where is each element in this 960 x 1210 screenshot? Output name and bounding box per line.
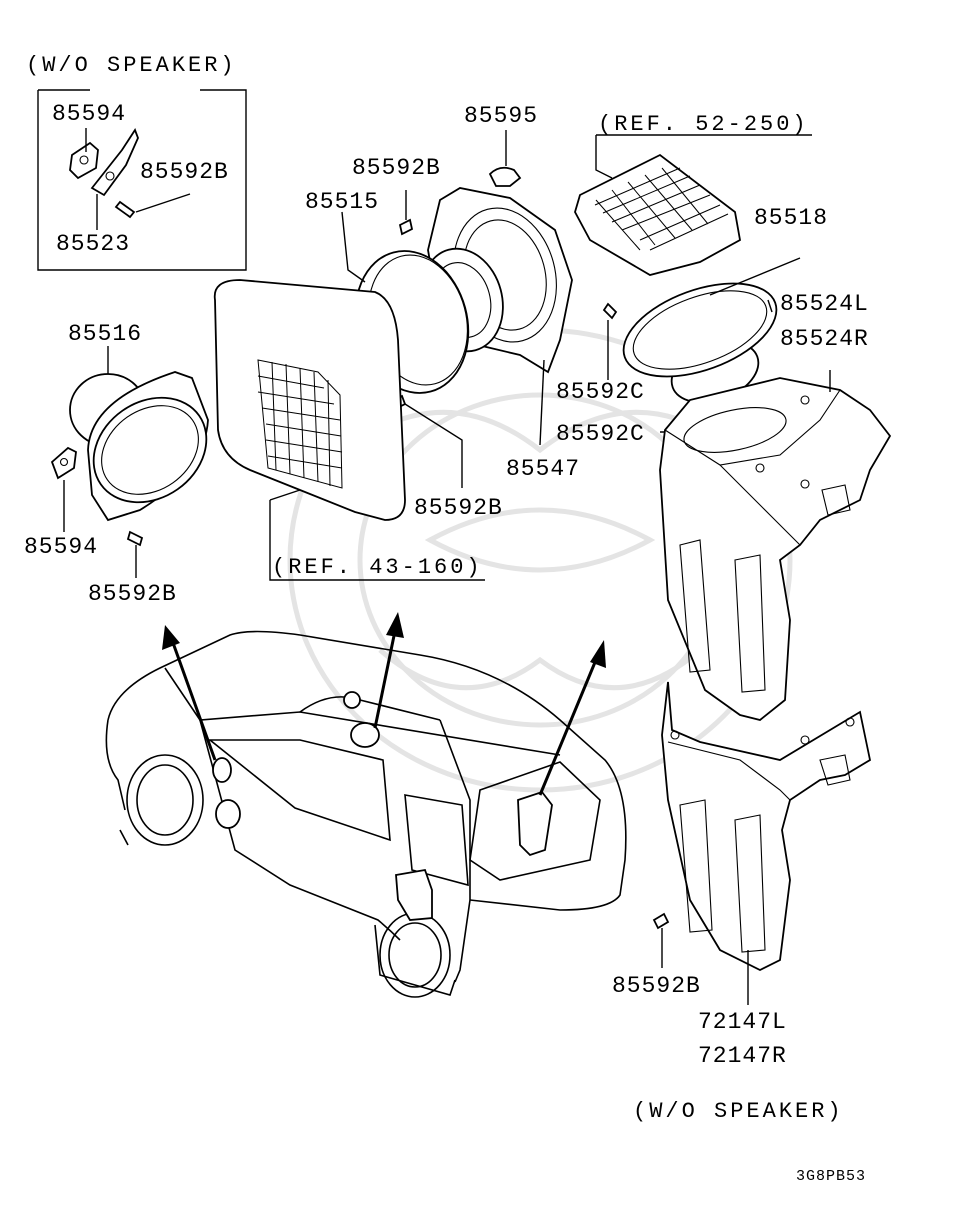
trim-panel-lower [661, 681, 872, 972]
location-arrows [162, 612, 606, 796]
location-speaker-right [517, 790, 553, 857]
screw-85592b-top [398, 218, 414, 236]
location-speaker-left [212, 757, 232, 783]
speaker-85516-assembly [50, 346, 209, 578]
label-85524r: 85524R [780, 326, 869, 352]
location-bracket-front [395, 868, 433, 921]
bracket-85594-left [50, 446, 77, 480]
arrow-head-center [386, 612, 404, 638]
label-85592b-left: 85592B [88, 581, 177, 607]
label-85547: 85547 [506, 456, 580, 482]
label-85595: 85595 [464, 103, 538, 129]
grille-cover [574, 153, 741, 276]
note-ref-52-250: (REF. 52-250) [598, 112, 809, 137]
label-85594-inset: 85594 [52, 101, 126, 127]
bracket-85594-inset [69, 141, 99, 180]
label-85592b-inset: 85592B [140, 159, 229, 185]
screw-85592b-left [126, 530, 144, 547]
label-85515: 85515 [305, 189, 379, 215]
arrow-head-left [162, 625, 180, 650]
trim-panel-72147 [652, 681, 872, 1005]
speaker-cone-85516 [92, 396, 208, 504]
plate-85523 [90, 128, 139, 197]
note-ref-43-160: (REF. 43-160) [272, 555, 483, 580]
label-85594-left: 85594 [24, 534, 98, 560]
screw-85592b-inset [114, 200, 136, 219]
label-85592c-a: 85592C [556, 379, 645, 405]
speaker-85518 [622, 282, 778, 378]
speaker-85515-assembly [341, 130, 573, 488]
label-85592c-b: 85592C [556, 421, 645, 447]
location-speaker-rear [215, 799, 241, 829]
label-85592b-top: 85592B [352, 155, 441, 181]
label-85523: 85523 [56, 231, 130, 257]
rear-wheel [126, 754, 204, 846]
nut-85595 [488, 166, 522, 187]
screw-85592b-bottom [652, 912, 670, 930]
location-speaker-center [350, 722, 380, 748]
speaker-85518-assembly [602, 257, 801, 438]
trim-panel-upper [659, 377, 892, 721]
ref-52-250-grille [574, 134, 812, 276]
label-85592b-bottom: 85592B [612, 973, 701, 999]
diagram-code: 3G8PB53 [796, 1168, 866, 1185]
trim-panel-85524 [659, 370, 892, 721]
ref-43-160-trim [213, 279, 485, 581]
note-wo-speaker-top: (W/O SPEAKER) [26, 53, 237, 78]
label-85516: 85516 [68, 321, 142, 347]
label-85524l: 85524L [780, 291, 869, 317]
label-72147r: 72147R [698, 1043, 787, 1069]
arrow-head-right [590, 640, 606, 668]
note-wo-speaker-bottom: (W/O SPEAKER) [633, 1099, 844, 1124]
vehicle-outline [105, 630, 627, 998]
wo-speaker-inset [37, 89, 247, 271]
label-85518: 85518 [754, 205, 828, 231]
screw-85592c-a [602, 302, 618, 320]
label-85592b-mid: 85592B [414, 495, 503, 521]
label-72147l: 72147L [698, 1009, 787, 1035]
